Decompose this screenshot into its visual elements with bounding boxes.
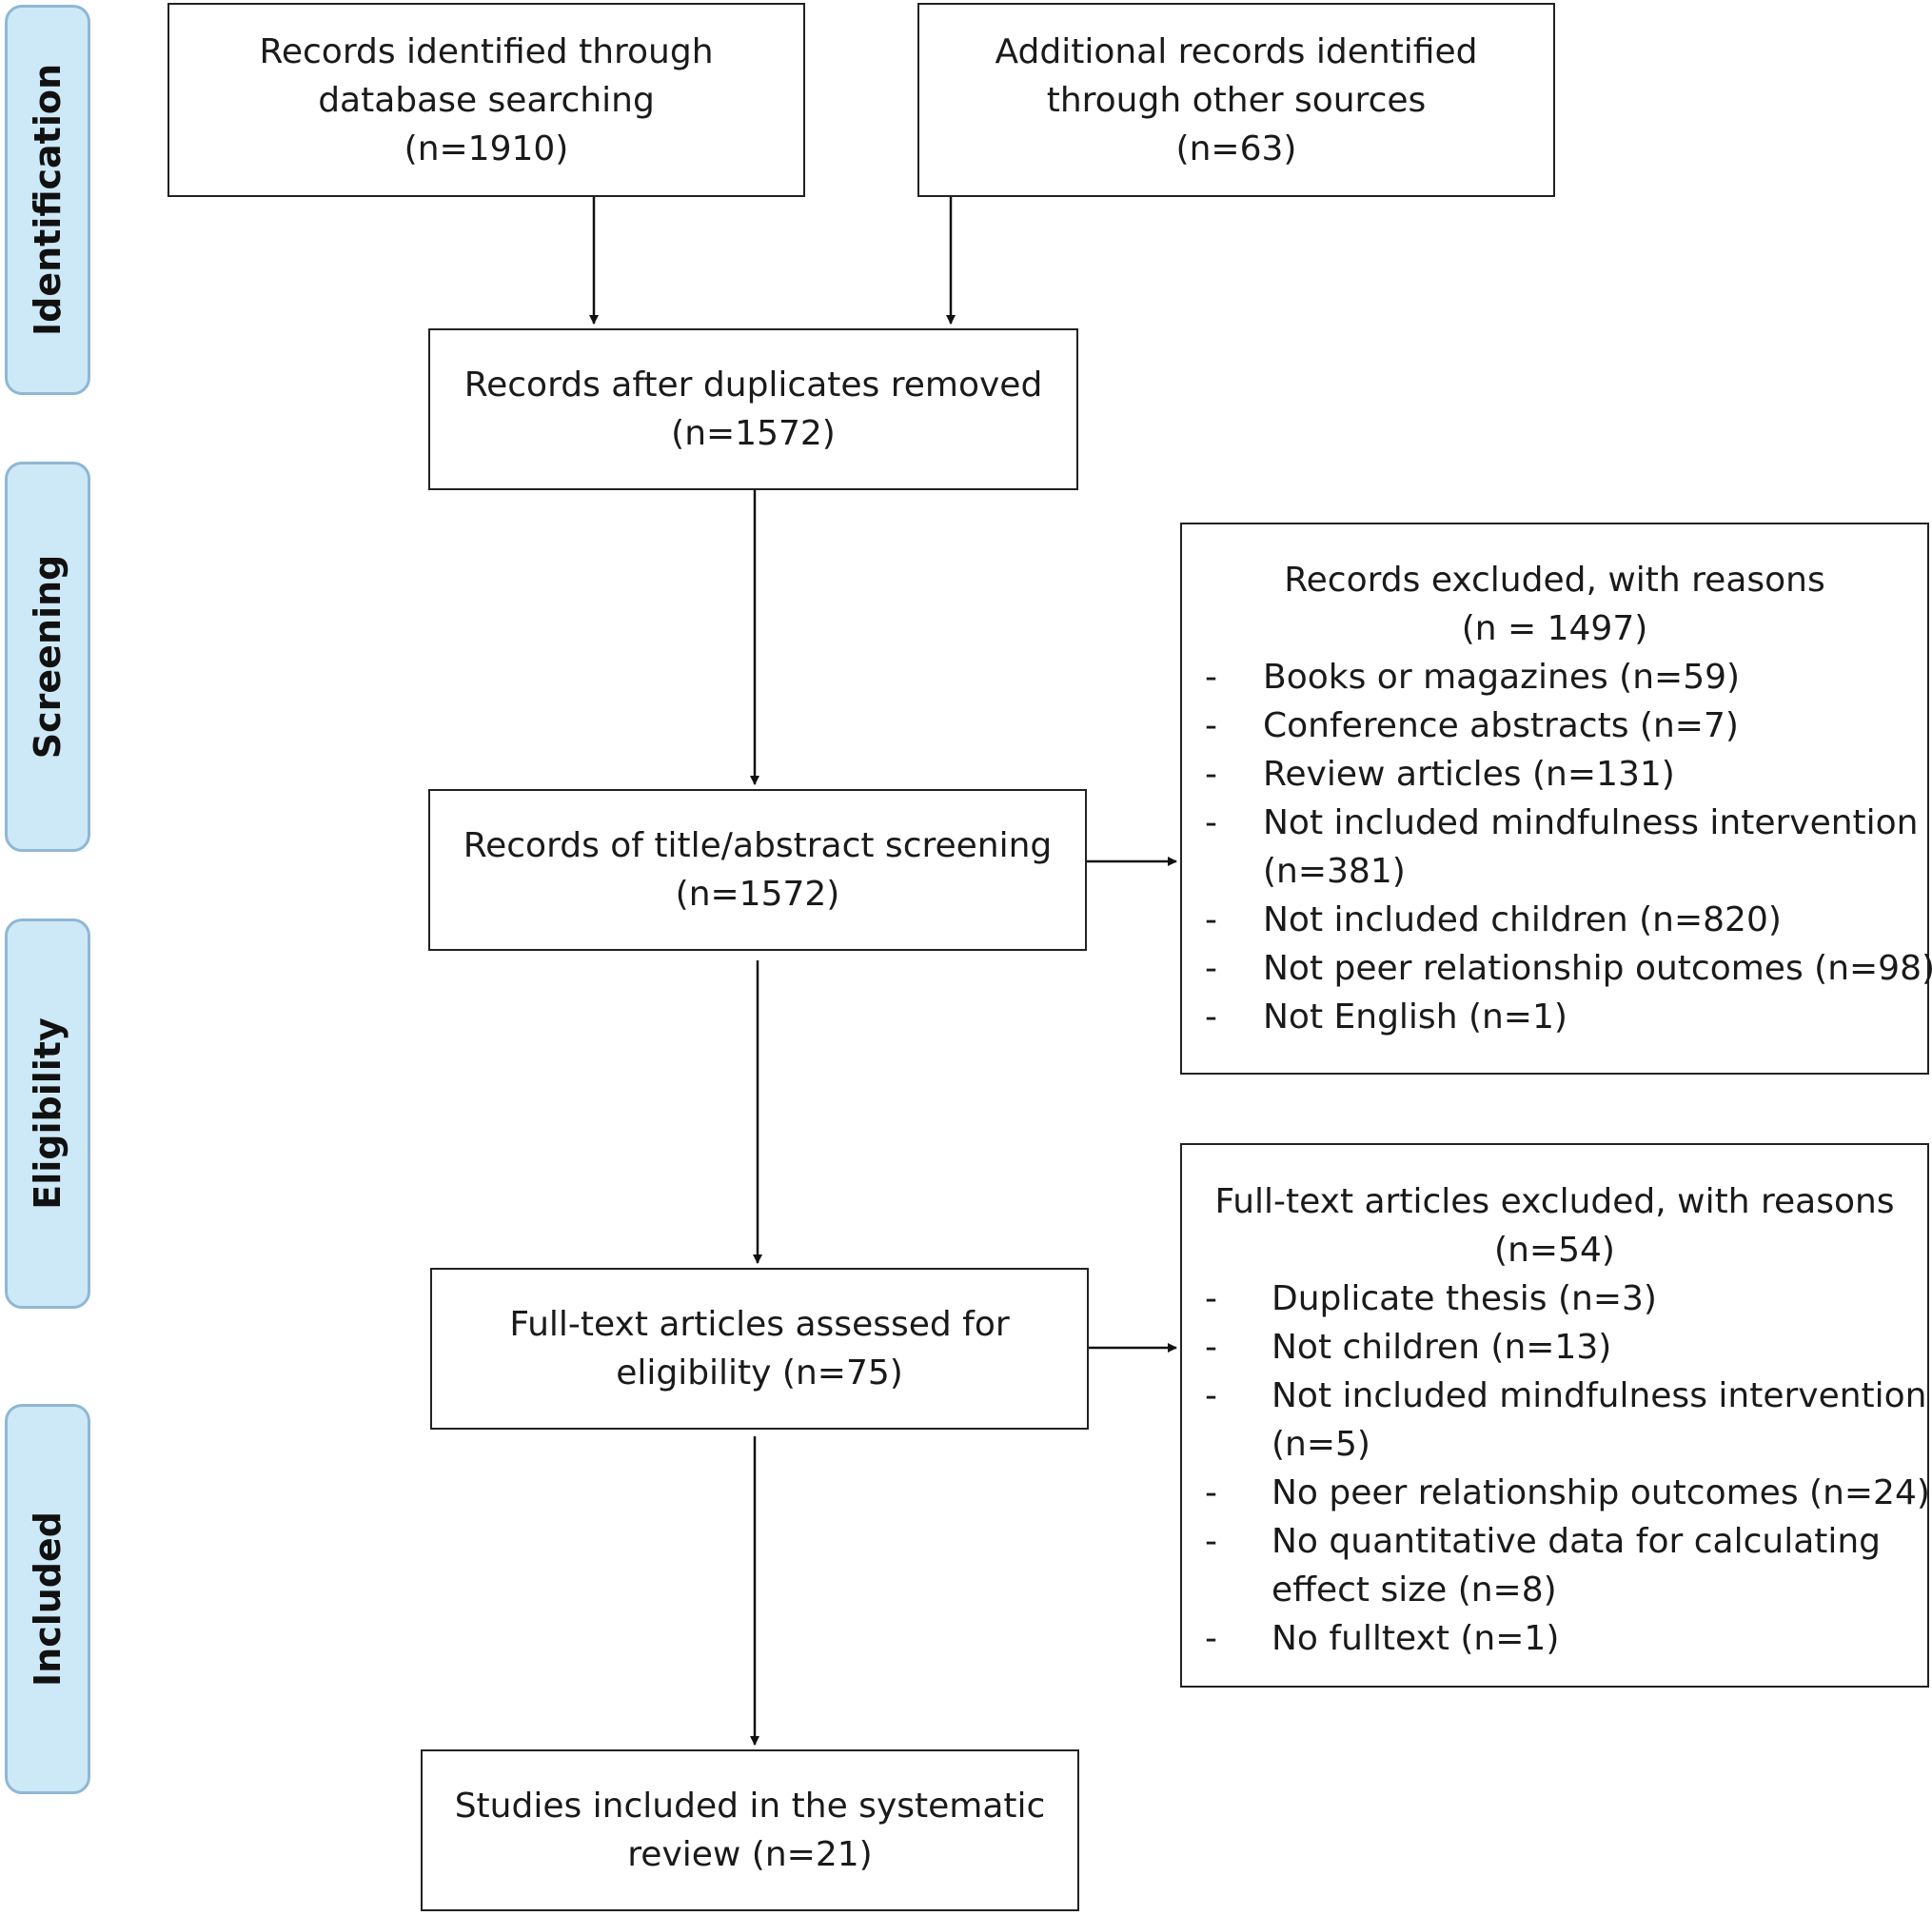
- exclusion-reason-text: Not children (n=13): [1272, 1328, 1612, 1367]
- studies-included-line-1: Studies included in the systematic: [454, 1787, 1046, 1826]
- list-dash: -: [1205, 1473, 1217, 1512]
- list-dash: -: [1205, 803, 1217, 842]
- exclusion-reason-text: Not included mindfulness intervention: [1263, 803, 1919, 842]
- list-dash: -: [1205, 998, 1217, 1037]
- records-excluded-box: Records excluded, with reasons (n = 1497…: [1180, 523, 1932, 1075]
- exclusion-reason-text: Books or magazines (n=59): [1263, 658, 1741, 697]
- list-dash: -: [1205, 949, 1217, 988]
- exclusion-reason: - No quantitative data for calculating eff…: [1182, 1517, 1927, 1614]
- other-sources-line-1: Additional records identified: [995, 31, 1478, 71]
- database-search-box: Records identified through database sear…: [168, 3, 805, 197]
- list-dash: -: [1205, 1376, 1217, 1415]
- exclusion-reason-text: No fulltext (n=1): [1272, 1619, 1560, 1658]
- stage-identification: Identification: [5, 5, 90, 395]
- records-excluded-count: (n = 1497): [1461, 609, 1648, 648]
- exclusion-reason-text: Conference abstracts (n=7): [1263, 706, 1739, 745]
- exclusion-reason: - Conference abstracts (n=7): [1182, 701, 1927, 750]
- exclusion-reason: - Duplicate thesis (n=3): [1182, 1274, 1927, 1323]
- exclusion-reason: - Not included mindfulness intervention (n…: [1182, 1372, 1927, 1469]
- exclusion-reason-text: (n=5): [1272, 1425, 1370, 1464]
- exclusion-reason-text: No peer relationship outcomes (n=24): [1272, 1473, 1930, 1512]
- duplicates-removed-box: Records after duplicates removed (n=1572…: [428, 328, 1078, 490]
- title-abstract-screening-box: Records of title/abstract screening (n=1…: [428, 789, 1087, 951]
- fulltext-excluded-box: Full-text articles excluded, with reason…: [1180, 1143, 1930, 1688]
- exclusion-reason: - Books or magazines (n=59): [1182, 653, 1927, 701]
- list-dash: -: [1205, 706, 1217, 745]
- studies-included-line-2: review (n=21): [627, 1835, 873, 1874]
- list-dash: -: [1205, 1619, 1217, 1658]
- exclusion-reason: - No peer relationship outcomes (n=24): [1182, 1469, 1930, 1517]
- duplicates-removed-line-1: Records after duplicates removed: [463, 365, 1043, 405]
- title-abstract-count: (n=1572): [675, 875, 840, 914]
- exclusion-reason-text: Not included children (n=820): [1263, 900, 1782, 939]
- exclusion-reason-text: Review articles (n=131): [1263, 755, 1675, 794]
- other-sources-box: Additional records identified through ot…: [917, 3, 1555, 197]
- list-dash: -: [1205, 1279, 1217, 1318]
- fulltext-assessed-box: Full-text articles assessed for eligibil…: [430, 1268, 1089, 1430]
- exclusion-reason: - Not children (n=13): [1182, 1323, 1927, 1372]
- database-search-line-2: database searching: [318, 80, 655, 120]
- title-abstract-line-1: Records of title/abstract screening: [463, 826, 1053, 865]
- other-sources-line-2: through other sources: [1046, 80, 1427, 120]
- exclusion-reason-text: effect size (n=8): [1272, 1570, 1557, 1610]
- exclusion-reason: - Not included children (n=820): [1182, 896, 1927, 944]
- exclusion-reason-text: (n=381): [1263, 852, 1406, 891]
- exclusion-reason-text: Duplicate thesis (n=3): [1272, 1279, 1657, 1318]
- exclusion-reason-text: Not peer relationship outcomes (n=98): [1263, 949, 1932, 988]
- database-search-line-1: Records identified through: [259, 31, 714, 71]
- list-dash: -: [1205, 900, 1217, 939]
- database-search-count: (n=1910): [404, 128, 569, 168]
- duplicates-removed-count: (n=1572): [671, 414, 836, 453]
- exclusion-reason: - Not English (n=1): [1182, 993, 1927, 1041]
- list-dash: -: [1205, 1328, 1217, 1367]
- fulltext-excluded-reasons: - Duplicate thesis (n=3) - Not children (n=…: [1182, 1274, 1930, 1663]
- fulltext-assessed-line-2: eligibility (n=75): [616, 1353, 903, 1393]
- studies-included-box: Studies included in the systematic revie…: [421, 1749, 1079, 1911]
- exclusion-reason: - Review articles (n=131): [1182, 750, 1927, 799]
- fulltext-assessed-line-1: Full-text articles assessed for: [509, 1305, 1010, 1344]
- fulltext-excluded-heading: Full-text articles excluded, with reason…: [1214, 1182, 1895, 1221]
- stage-screening: Screening: [5, 462, 90, 852]
- fulltext-excluded-count: (n=54): [1494, 1231, 1615, 1270]
- exclusion-reason-text: No quantitative data for calculating: [1272, 1522, 1882, 1561]
- list-dash: -: [1205, 658, 1217, 697]
- list-dash: -: [1205, 755, 1217, 794]
- stage-included: Included: [5, 1404, 90, 1794]
- records-excluded-heading: Records excluded, with reasons: [1284, 561, 1825, 600]
- exclusion-reason: - No fulltext (n=1): [1182, 1614, 1927, 1663]
- exclusion-reason: - Not included mindfulness intervention (n…: [1182, 799, 1927, 896]
- exclusion-reason-text: Not included mindfulness intervention: [1272, 1376, 1927, 1415]
- other-sources-count: (n=63): [1175, 128, 1297, 168]
- records-excluded-reasons: - Books or magazines (n=59) - Conference ab…: [1182, 653, 1932, 1041]
- list-dash: -: [1205, 1522, 1217, 1561]
- exclusion-reason-text: Not English (n=1): [1263, 998, 1567, 1037]
- exclusion-reason: - Not peer relationship outcomes (n=98): [1182, 944, 1932, 993]
- stage-eligibility: Eligibility: [5, 918, 90, 1309]
